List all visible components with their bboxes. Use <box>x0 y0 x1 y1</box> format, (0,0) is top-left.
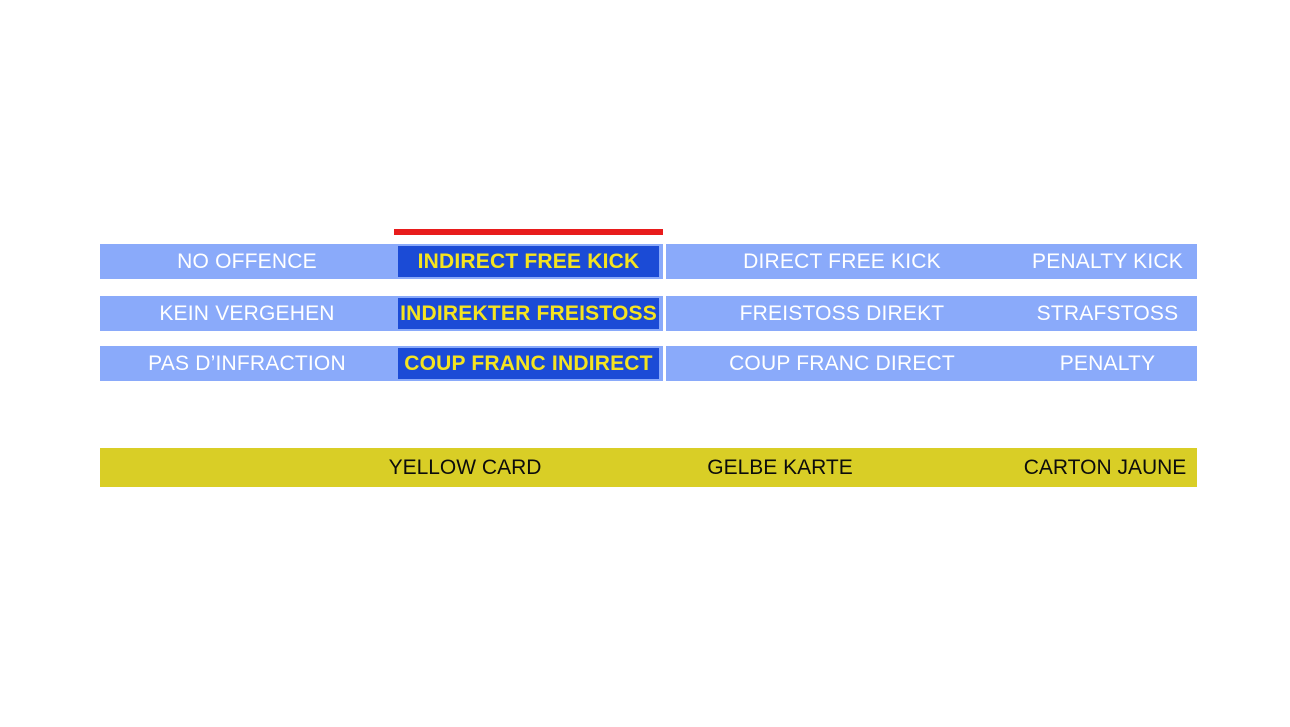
cell-group-direct-french[interactable]: COUP FRANC DIRECT PENALTY <box>666 346 1197 381</box>
cell-direct-free-kick-french[interactable]: COUP FRANC DIRECT <box>666 352 1018 376</box>
cell-indirect-free-kick-english[interactable]: INDIRECT FREE KICK <box>394 244 663 279</box>
cell-penalty-kick-english[interactable]: PENALTY KICK <box>1018 250 1197 274</box>
cell-indirect-free-kick-german[interactable]: INDIREKTER FREISTOSS <box>394 296 663 331</box>
cell-group-direct-german[interactable]: FREISTOSS DIREKT STRAFSTOSS <box>666 296 1197 331</box>
cell-label: INDIRECT FREE KICK <box>417 249 640 273</box>
cell-no-offence-french[interactable]: PAS D’INFRACTION <box>100 346 394 381</box>
cell-no-offence-german[interactable]: KEIN VERGEHEN <box>100 296 394 331</box>
cell-direct-free-kick-german[interactable]: FREISTOSS DIREKT <box>666 302 1018 326</box>
table-row: KEIN VERGEHEN INDIREKTER FREISTOSS FREIS… <box>100 296 1197 331</box>
cell-label: KEIN VERGEHEN <box>159 301 335 325</box>
cell-highlight-box: INDIRECT FREE KICK <box>398 246 659 277</box>
cell-label: STRAFSTOSS <box>1036 301 1179 325</box>
cell-group-direct-english[interactable]: DIRECT FREE KICK PENALTY KICK <box>666 244 1197 279</box>
yellow-card-bar[interactable]: YELLOW CARD GELBE KARTE CARTON JAUNE <box>100 448 1197 487</box>
yellow-card-label-german: GELBE KARTE <box>707 455 853 479</box>
cell-label: DIRECT FREE KICK <box>743 249 941 273</box>
cell-highlight-box: COUP FRANC INDIRECT <box>398 348 659 379</box>
cell-penalty-kick-french[interactable]: PENALTY <box>1018 352 1197 376</box>
cell-penalty-kick-german[interactable]: STRAFSTOSS <box>1018 302 1197 326</box>
cell-direct-free-kick-english[interactable]: DIRECT FREE KICK <box>666 250 1018 274</box>
cell-label: PAS D’INFRACTION <box>148 351 346 375</box>
cell-label: COUP FRANC INDIRECT <box>404 351 653 375</box>
yellow-card-label-english: YELLOW CARD <box>388 455 542 479</box>
table-row: PAS D’INFRACTION COUP FRANC INDIRECT COU… <box>100 346 1197 381</box>
cell-label: NO OFFENCE <box>177 249 317 273</box>
table-row: NO OFFENCE INDIRECT FREE KICK DIRECT FRE… <box>100 244 1197 279</box>
cell-label: PENALTY <box>1059 351 1156 375</box>
cell-label: FREISTOSS DIREKT <box>739 301 945 325</box>
cell-label: PENALTY KICK <box>1031 249 1183 273</box>
cell-label: COUP FRANC DIRECT <box>729 351 955 375</box>
cell-highlight-box: INDIREKTER FREISTOSS <box>398 298 659 329</box>
yellow-card-label-french: CARTON JAUNE <box>1023 455 1187 479</box>
red-indicator-bar <box>394 229 663 235</box>
cell-no-offence-english[interactable]: NO OFFENCE <box>100 244 394 279</box>
cell-indirect-free-kick-french[interactable]: COUP FRANC INDIRECT <box>394 346 663 381</box>
cell-label: INDIREKTER FREISTOSS <box>400 301 657 325</box>
